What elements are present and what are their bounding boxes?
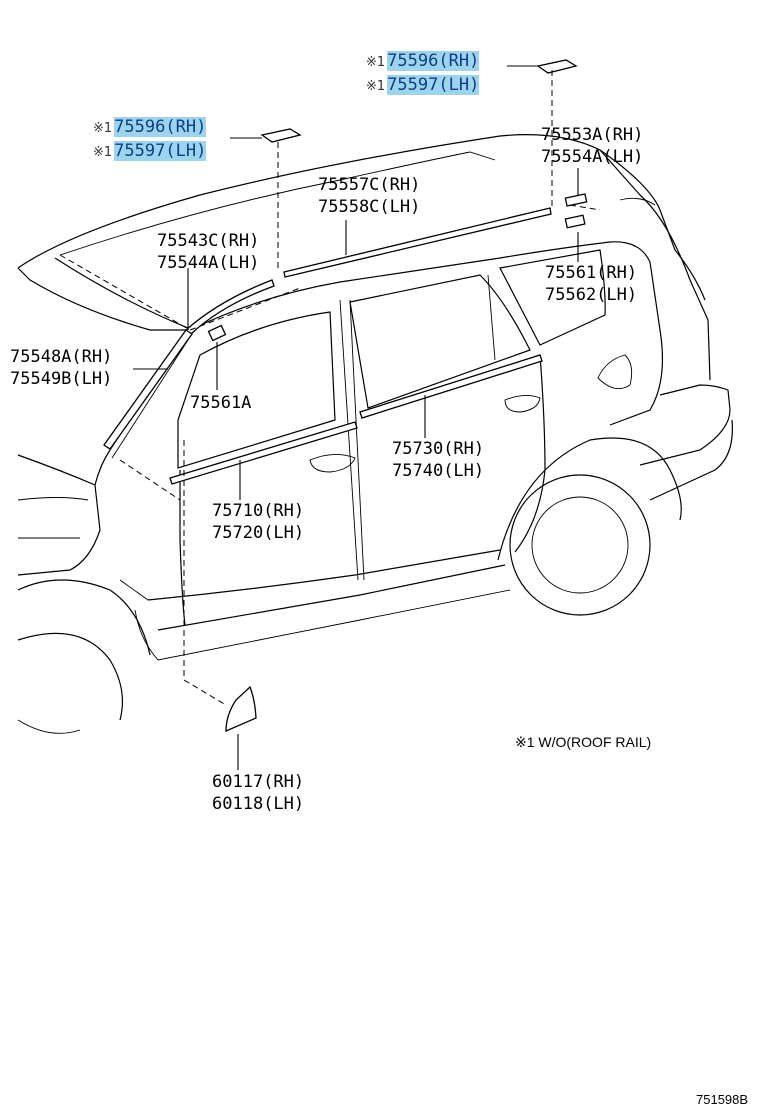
part-side: (LH) <box>263 523 305 543</box>
part-side: (LH) <box>438 75 480 95</box>
part-side: (LH) <box>602 147 644 167</box>
part-side: (LH) <box>379 197 421 217</box>
part-side: (RH) <box>602 125 644 145</box>
note-mark: ※1 <box>366 55 386 70</box>
part-side: (LH) <box>165 141 207 161</box>
note-mark: ※1 <box>93 121 113 136</box>
part-number: 60117 <box>212 772 264 792</box>
part-number: 75549B <box>10 369 72 389</box>
note-mark: ※1 <box>366 79 386 94</box>
part-number: 75553A <box>541 125 603 145</box>
part-side: (RH) <box>263 772 305 792</box>
part-number: 75561 <box>545 263 597 283</box>
part-number: 60118 <box>212 794 264 814</box>
diagram-code: 751598B <box>696 1092 749 1107</box>
part-number: 75730 <box>392 439 444 459</box>
part-number: 75562 <box>545 285 597 305</box>
part-side: (LH) <box>443 461 485 481</box>
part-number: 75557C <box>318 175 380 195</box>
part-side: (RH) <box>443 439 485 459</box>
part-side: (LH) <box>71 369 113 389</box>
label-60117: 60117(RH) 60118(LH) <box>212 771 304 815</box>
part-number: 75548A <box>10 347 72 367</box>
part-side: (RH) <box>438 51 480 71</box>
leader-lines <box>59 65 601 770</box>
label-75557c: 75557C(RH) 75558C(LH) <box>318 174 420 218</box>
part-side: (RH) <box>71 347 113 367</box>
part-side: (LH) <box>263 794 305 814</box>
part-number: 75597 <box>114 141 166 161</box>
label-75561a: 75561A <box>190 392 251 414</box>
footnote: ※1 W/O(ROOF RAIL) <box>515 734 652 750</box>
part-number: 75561A <box>190 393 252 413</box>
label-75710: 75710(RH) 75720(LH) <box>212 500 304 544</box>
part-number: 75740 <box>392 461 444 481</box>
part-number: 75596 <box>114 117 166 137</box>
part-number: 75544A <box>157 253 219 273</box>
part-side: (LH) <box>218 253 260 273</box>
part-number: 75710 <box>212 501 264 521</box>
part-side: (RH) <box>165 117 207 137</box>
moulding-parts <box>103 59 588 732</box>
part-side: (RH) <box>596 263 638 283</box>
label-75548a: 75548A(RH) 75549B(LH) <box>10 346 112 390</box>
label-75543c: 75543C(RH) 75544A(LH) <box>157 230 259 274</box>
part-side: (RH) <box>263 501 305 521</box>
vehicle-body-outline <box>17 134 733 734</box>
part-number: 75596 <box>387 51 439 71</box>
part-number: 75554A <box>541 147 603 167</box>
label-75730: 75730(RH) 75740(LH) <box>392 438 484 482</box>
part-side: (RH) <box>218 231 260 251</box>
part-number: 75720 <box>212 523 264 543</box>
part-side: (RH) <box>379 175 421 195</box>
part-number: 75597 <box>387 75 439 95</box>
part-number: 75558C <box>318 197 380 217</box>
part-side: (LH) <box>596 285 638 305</box>
label-75561: 75561(RH) 75562(LH) <box>545 262 637 306</box>
note-mark: ※1 <box>93 145 113 160</box>
part-number: 75543C <box>157 231 219 251</box>
label-75553a: 75553A(RH) 75554A(LH) <box>541 124 643 168</box>
